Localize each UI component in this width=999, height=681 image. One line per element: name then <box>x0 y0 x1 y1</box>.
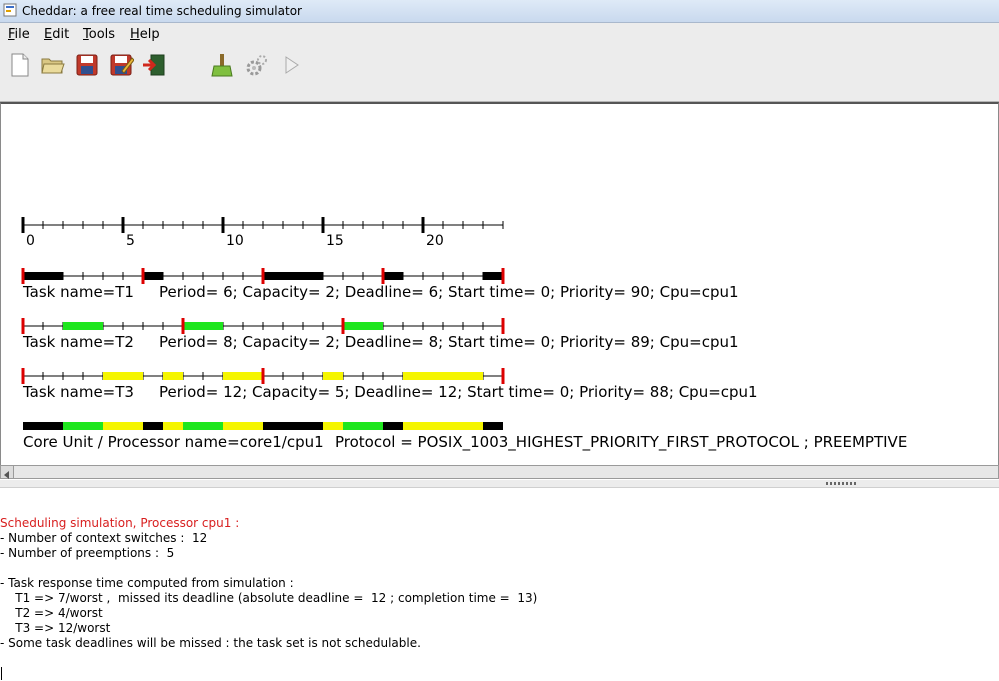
task-t2-name-label: Task name=T2 <box>22 333 134 351</box>
task-t1-exec-bar <box>23 272 63 280</box>
save-as-icon[interactable] <box>108 52 134 78</box>
menu-help-label: elp <box>139 27 160 42</box>
menu-bar: File Edit Tools Help <box>0 23 999 45</box>
menu-help[interactable]: Help <box>130 27 160 42</box>
task-t3-details: Period= 12; Capacity= 5; Deadline= 12; S… <box>159 383 758 401</box>
menu-tools-mnemonic: T <box>83 27 89 42</box>
run-play-icon[interactable] <box>278 52 304 78</box>
window-title: Cheddar: a free real time scheduling sim… <box>22 4 302 18</box>
top-time-scale-tick-label: 5 <box>126 233 135 249</box>
top-time-scale-tick-label: 20 <box>426 233 444 249</box>
exit-icon[interactable] <box>141 52 167 78</box>
task-t3-exec-bar <box>403 372 483 380</box>
results-line: - Number of preemptions : 5 <box>0 546 175 560</box>
results-line: T2 => 4/worst <box>0 606 103 620</box>
task-t3-exec-bar <box>163 372 183 380</box>
menu-edit[interactable]: Edit <box>44 27 69 42</box>
menu-tools-label: ools <box>88 27 116 42</box>
menu-edit-label: dit <box>52 27 70 42</box>
results-line <box>0 561 999 576</box>
core-exec-bar <box>223 422 263 430</box>
task-t2-exec-bar <box>63 322 103 330</box>
menu-tools[interactable]: Tools <box>83 27 115 42</box>
new-file-icon[interactable] <box>7 52 33 78</box>
menu-file-label: ile <box>14 27 30 42</box>
task-t1-exec-bar <box>383 272 403 280</box>
cheddar-app-icon <box>3 3 17 17</box>
core-label: Core Unit / Processor name=core1/cpu1 <box>23 433 324 451</box>
results-line: - Task response time computed from simul… <box>0 576 294 590</box>
core-exec-bar <box>143 422 163 430</box>
simulation-results: Scheduling simulation, Processor cpu1 : … <box>0 516 999 651</box>
task-t3-exec-bar <box>223 372 263 380</box>
task-t1-exec-bar <box>263 272 323 280</box>
title-bar: Cheddar: a free real time scheduling sim… <box>0 0 999 23</box>
save-icon[interactable] <box>74 52 100 78</box>
clean-broom-icon[interactable] <box>209 52 235 78</box>
task-t3-name-label: Task name=T3 <box>22 383 134 401</box>
core-exec-bar <box>63 422 103 430</box>
splitter-grip-icon[interactable] <box>826 482 858 485</box>
menu-file-mnemonic: F <box>8 27 15 42</box>
scroll-left-arrow-icon[interactable] <box>1 466 14 479</box>
menu-file[interactable]: File <box>8 27 30 42</box>
open-folder-icon[interactable] <box>40 52 66 78</box>
horizontal-scrollbar[interactable] <box>0 465 999 479</box>
menu-edit-mnemonic: E <box>44 27 53 42</box>
core-exec-bar <box>263 422 323 430</box>
core-exec-bar <box>383 422 403 430</box>
results-line: T1 => 7/worst , missed its deadline (abs… <box>0 591 538 605</box>
pane-splitter[interactable] <box>0 480 999 488</box>
top-time-scale-tick-label: 0 <box>26 233 35 249</box>
results-line: T3 => 12/worst <box>0 621 111 635</box>
core-exec-bar <box>343 422 383 430</box>
task-t2-exec-bar <box>183 322 223 330</box>
results-line: - Number of context switches : 12 <box>0 531 208 545</box>
task-t3-exec-bar <box>323 372 343 380</box>
task-t2-exec-bar <box>343 322 383 330</box>
results-heading: Scheduling simulation, Processor cpu1 : <box>0 516 240 530</box>
core-exec-bar <box>323 422 343 430</box>
task-t1-exec-bar <box>483 272 503 280</box>
core-exec-bar <box>163 422 183 430</box>
task-t3-exec-bar <box>103 372 143 380</box>
top-time-scale-tick-label: 10 <box>226 233 244 249</box>
core-exec-bar <box>403 422 483 430</box>
task-t1-details: Period= 6; Capacity= 2; Deadline= 6; Sta… <box>159 283 739 301</box>
menu-help-mnemonic: H <box>130 27 140 42</box>
core-exec-bar <box>23 422 63 430</box>
core-protocol: Protocol = POSIX_1003_HIGHEST_PRIORITY_F… <box>335 433 907 452</box>
text-caret <box>1 667 2 680</box>
results-line: - Some task deadlines will be missed : t… <box>0 636 421 650</box>
settings-gear-icon[interactable] <box>243 52 269 78</box>
task-t1-name-label: Task name=T1 <box>22 283 134 301</box>
task-t1-exec-bar <box>143 272 163 280</box>
task-t2-details: Period= 8; Capacity= 2; Deadline= 8; Sta… <box>159 333 739 351</box>
toolbar <box>0 45 999 102</box>
core-exec-bar <box>483 422 503 430</box>
core-exec-bar <box>103 422 143 430</box>
core-exec-bar <box>183 422 223 430</box>
top-time-scale-tick-label: 15 <box>326 233 344 249</box>
